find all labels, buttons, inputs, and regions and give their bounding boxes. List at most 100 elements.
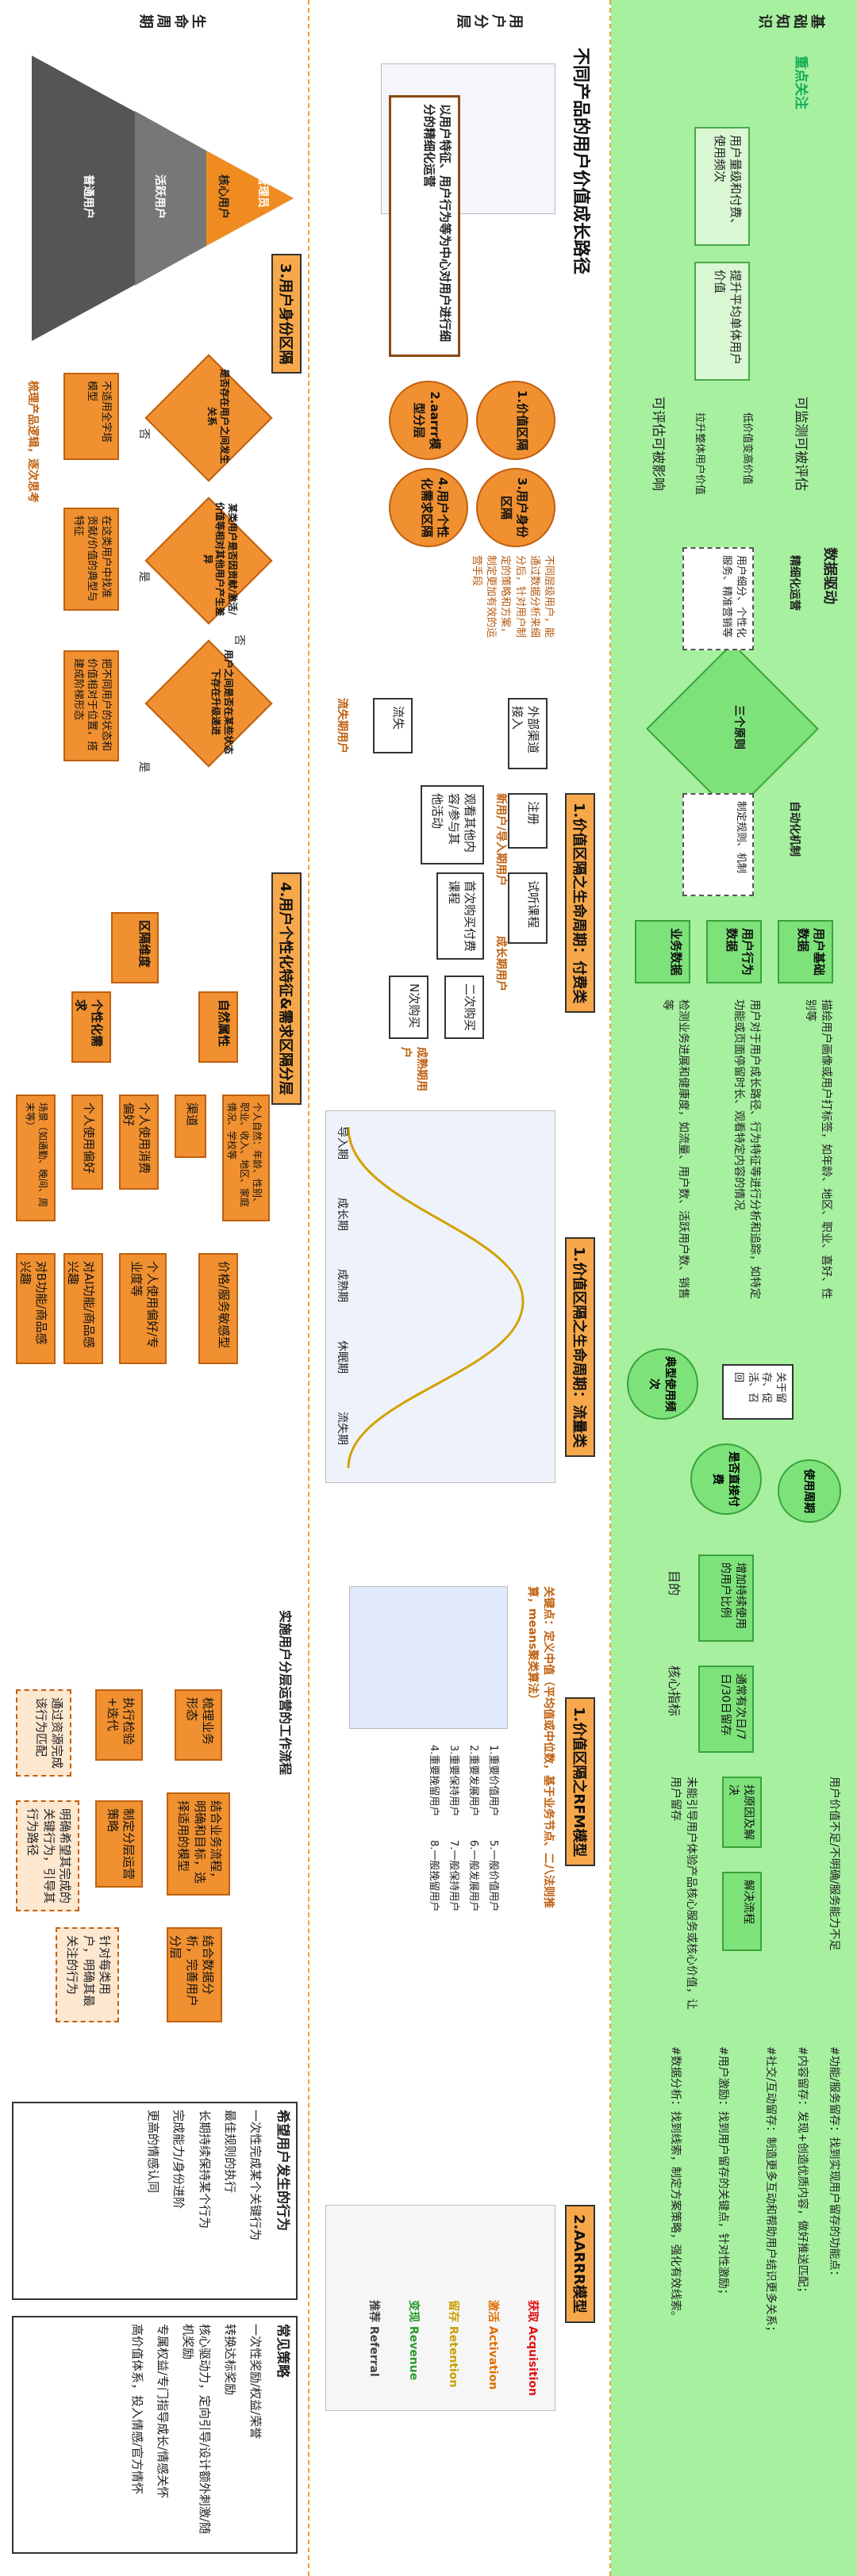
personal-item-1: 个人使用消费偏好 — [119, 1094, 159, 1190]
flow-node-8: 流失 — [373, 698, 413, 753]
workflow-step-7: 明确希望其完成的关键行为，引导其行为路径 — [16, 1800, 79, 1911]
flow-stage-1: 导入期 — [336, 1126, 348, 1160]
goal-label: 目的 — [667, 1570, 682, 1597]
flow-stage-5: 流失期 — [336, 1412, 348, 1445]
persona-result-4: 对B功能/商品感兴趣 — [16, 1253, 56, 1364]
aarrr-stage-1: 获取 Acquisition — [526, 2300, 539, 2397]
separator-1 — [609, 0, 611, 2576]
solve-flow-box: 解决流程 — [722, 1872, 762, 1951]
fine-ops-label: 精细化运营 — [788, 555, 801, 611]
rfm-key: 关键点：定义中值（平均值或中位数，基于业务节点、二八法则推算，means聚类算法… — [526, 1586, 555, 1908]
data-type-1-desc: 描绘用户画像或用户打标签，如年龄、地区、职业、喜好、性别等 — [804, 999, 832, 1299]
card1-item-2: 最佳规则的执行 — [222, 2110, 237, 2194]
card2-item-1: 一次性奖励/权益/荣誉 — [248, 2324, 263, 2440]
upgrade-text: 拉升整体用户价值 — [694, 412, 705, 496]
card1-item-5: 更高的情感认同 — [146, 2110, 161, 2194]
data-driven-label: 数据驱动 — [821, 547, 838, 604]
core-payment-circle: 是否直接付费 — [690, 1443, 762, 1515]
aarrr-stage-5: 推荐 Referral — [367, 2300, 380, 2377]
q3-yes-label: 是 — [137, 761, 150, 772]
flow-stage-4: 休眠期 — [336, 1340, 348, 1374]
automation-label: 自动化机制 — [788, 801, 801, 857]
automation-desc: 制定规则、机制 — [682, 793, 754, 896]
rfm-group-3: 3.重要保持用户 — [448, 1745, 459, 1817]
hash-tip-5: #数据分析：找到线索，制定方案策略，强化有效线索。 — [669, 2046, 682, 2322]
flow-node-5: 二次购买 — [444, 976, 484, 1039]
focus-label: 重点关注 — [793, 56, 809, 109]
core-metric-desc: 通常有次日/7日/30日留存 — [698, 1666, 754, 1753]
hash-tip-2: #内容留存：发现+创造优质内容，做好推送匹配； — [796, 2046, 809, 2298]
workflow-step-8: 通过资源完成该行为匹配 — [16, 1689, 71, 1777]
stage-label-4: 新用户/导入期用户 — [494, 793, 507, 887]
flow-node-1: 外部渠道接入 — [508, 698, 548, 769]
pyramid-level-2: 活跃用户 — [153, 174, 166, 219]
influence-text: 可评估可被影响 — [650, 397, 666, 491]
flow-node-2: 注册 — [508, 793, 548, 849]
flow-node-7: 观看其他内容/参与其他活动 — [421, 785, 484, 864]
aarrr-stage-2: 激活 Activation — [486, 2300, 499, 2390]
natural-box: 自然属性 — [198, 991, 238, 1063]
hash-tip-3: #社交/互动留存：制造更多互动和帮助用户结识更多关系； — [764, 2046, 777, 2337]
aarrr-funnel — [325, 2205, 555, 2411]
sec-lifecycle-flow: 1.价值区隔之生命周期：流量类 — [565, 1237, 595, 1458]
workflow-step-5: 制定分层运营策略 — [95, 1800, 143, 1888]
stage-label-3: 成熟期用户 — [399, 1047, 428, 1091]
three-principles-label: 三个原则 — [732, 705, 745, 749]
monitor-text: 可监测可被评估 — [793, 397, 809, 491]
q2-yes-label: 是 — [137, 571, 150, 582]
panel1-subtitle: 以用户特征、用户行为等为中心对用户进行细分的精细化运营 — [389, 95, 460, 357]
card2-item-5: 高价值体系，投入情感/官方情怀 — [129, 2324, 144, 2495]
data-type-2-desc: 用户对于用户成长路径、行为特征等进行分析和追踪，如特定功能或页面停留时长、观看特… — [732, 999, 761, 1299]
rfm-group-8: 8.一般挽留用户 — [428, 1840, 440, 1912]
persona-result-2: 个人使用偏好/专业度等 — [119, 1253, 167, 1364]
rfm-group-7: 7.一般保持用户 — [448, 1840, 459, 1912]
card2-item-3: 核心驱动力，定向引导/设计额外刺激/随机奖励 — [181, 2324, 212, 2535]
rfm-group-6: 6.一般发展用户 — [467, 1840, 479, 1912]
sec-identity: 3.用户身份区隔 — [271, 254, 302, 374]
focus-item-2: 提升平均单体用户价值 — [694, 262, 750, 381]
natural-item-1: 个人自然：年龄、性别、职业、收入、地区、家庭情况、学校等 — [222, 1094, 270, 1221]
petal-3: 3.用户身份区隔 — [476, 468, 555, 547]
panel1-title: 不同产品的用户价值成长路径 — [571, 48, 590, 275]
flow-node-3: 试听课程 — [508, 872, 548, 944]
hash-tip-1: #功能/服务留存：找到实现用户留存的功能点： — [828, 2046, 840, 2282]
natural-item-2: 渠道 — [175, 1094, 206, 1158]
workflow-step-6: 针对每类用户，明确其最关注的行为 — [56, 1927, 119, 2022]
rfm-group-4: 4.重要挽留用户 — [428, 1745, 440, 1817]
flow-stage-3: 成熟期 — [336, 1269, 348, 1302]
petals-desc: 不同层级用户，能通过数据分析来细分后，针对用户制定的策略和方案，制定更加有效的运… — [471, 555, 555, 638]
data-type-3-label: 业务数据 — [635, 920, 690, 983]
flow-lifecycle-chart — [325, 1110, 555, 1483]
usage-cycle-circle: 使用周期 — [778, 1459, 841, 1523]
find-reason-box: 找原因及解决 — [722, 1777, 762, 1848]
strategy-card: 常见策略 一次性奖励/权益/荣誉 转换达标奖励 核心驱动力，定向引导/设计额外刺… — [12, 2316, 298, 2554]
band-label-layering: 用户分层 — [454, 12, 524, 29]
band-label-lifecycle: 生命周期 — [136, 12, 206, 29]
q1-text: 是否存在用户之间发生关系 — [206, 368, 230, 464]
personal-item-2: 个人使用偏好 — [71, 1094, 103, 1190]
sec-aarrr: 2.AARRR模型 — [565, 2205, 595, 2323]
focus-item-1: 用户量级和付费、使用频次 — [694, 127, 750, 246]
workflow-title: 实施用户分层运营的工作流程 — [278, 1610, 293, 1776]
rfm-group-5: 5.一般价值用户 — [487, 1840, 499, 1912]
yes-result-1: 在这类用户中找准贡献/价值的典型与特征 — [63, 508, 119, 611]
stage-label-1: 流失期用户 — [336, 698, 348, 753]
hash-tip-4: #用户激励：找到用户留存的关键点，针对性激励； — [717, 2046, 729, 2300]
yes-result-2: 把不同用户的状态和价值相对于位置，搭建成阶梯形态 — [63, 650, 119, 761]
flow-node-4: 首次购买付费课程 — [436, 872, 484, 960]
petal-2: 2.aarrr模型分层 — [389, 381, 468, 460]
petal-1: 1.价值区隔 — [476, 381, 555, 460]
data-type-3-desc: 检测业务进展和健康度，如流量、用户数、活跃用户数、销售等 — [661, 999, 690, 1299]
data-type-2-label: 用户行为数据 — [706, 920, 762, 983]
flow-stage-2: 成长期 — [336, 1198, 348, 1231]
pyramid-level-1: 普通用户 — [82, 174, 94, 219]
personal-box: 个性化需求 — [71, 991, 111, 1063]
stage-label-2: 成长期用户 — [494, 936, 507, 991]
q1-no-result: 不适用全字塔模型 — [63, 373, 119, 460]
q2-no-label: 否 — [233, 634, 245, 646]
rfm-group-1: 1.重要价值用户 — [487, 1745, 499, 1817]
dimension-box: 区隔维度 — [111, 912, 159, 983]
sec-lifecycle-pay: 1.价值区隔之生命周期：付费类 — [565, 793, 595, 1014]
usage-freq-circle: 典型使用频次 — [627, 1348, 698, 1420]
